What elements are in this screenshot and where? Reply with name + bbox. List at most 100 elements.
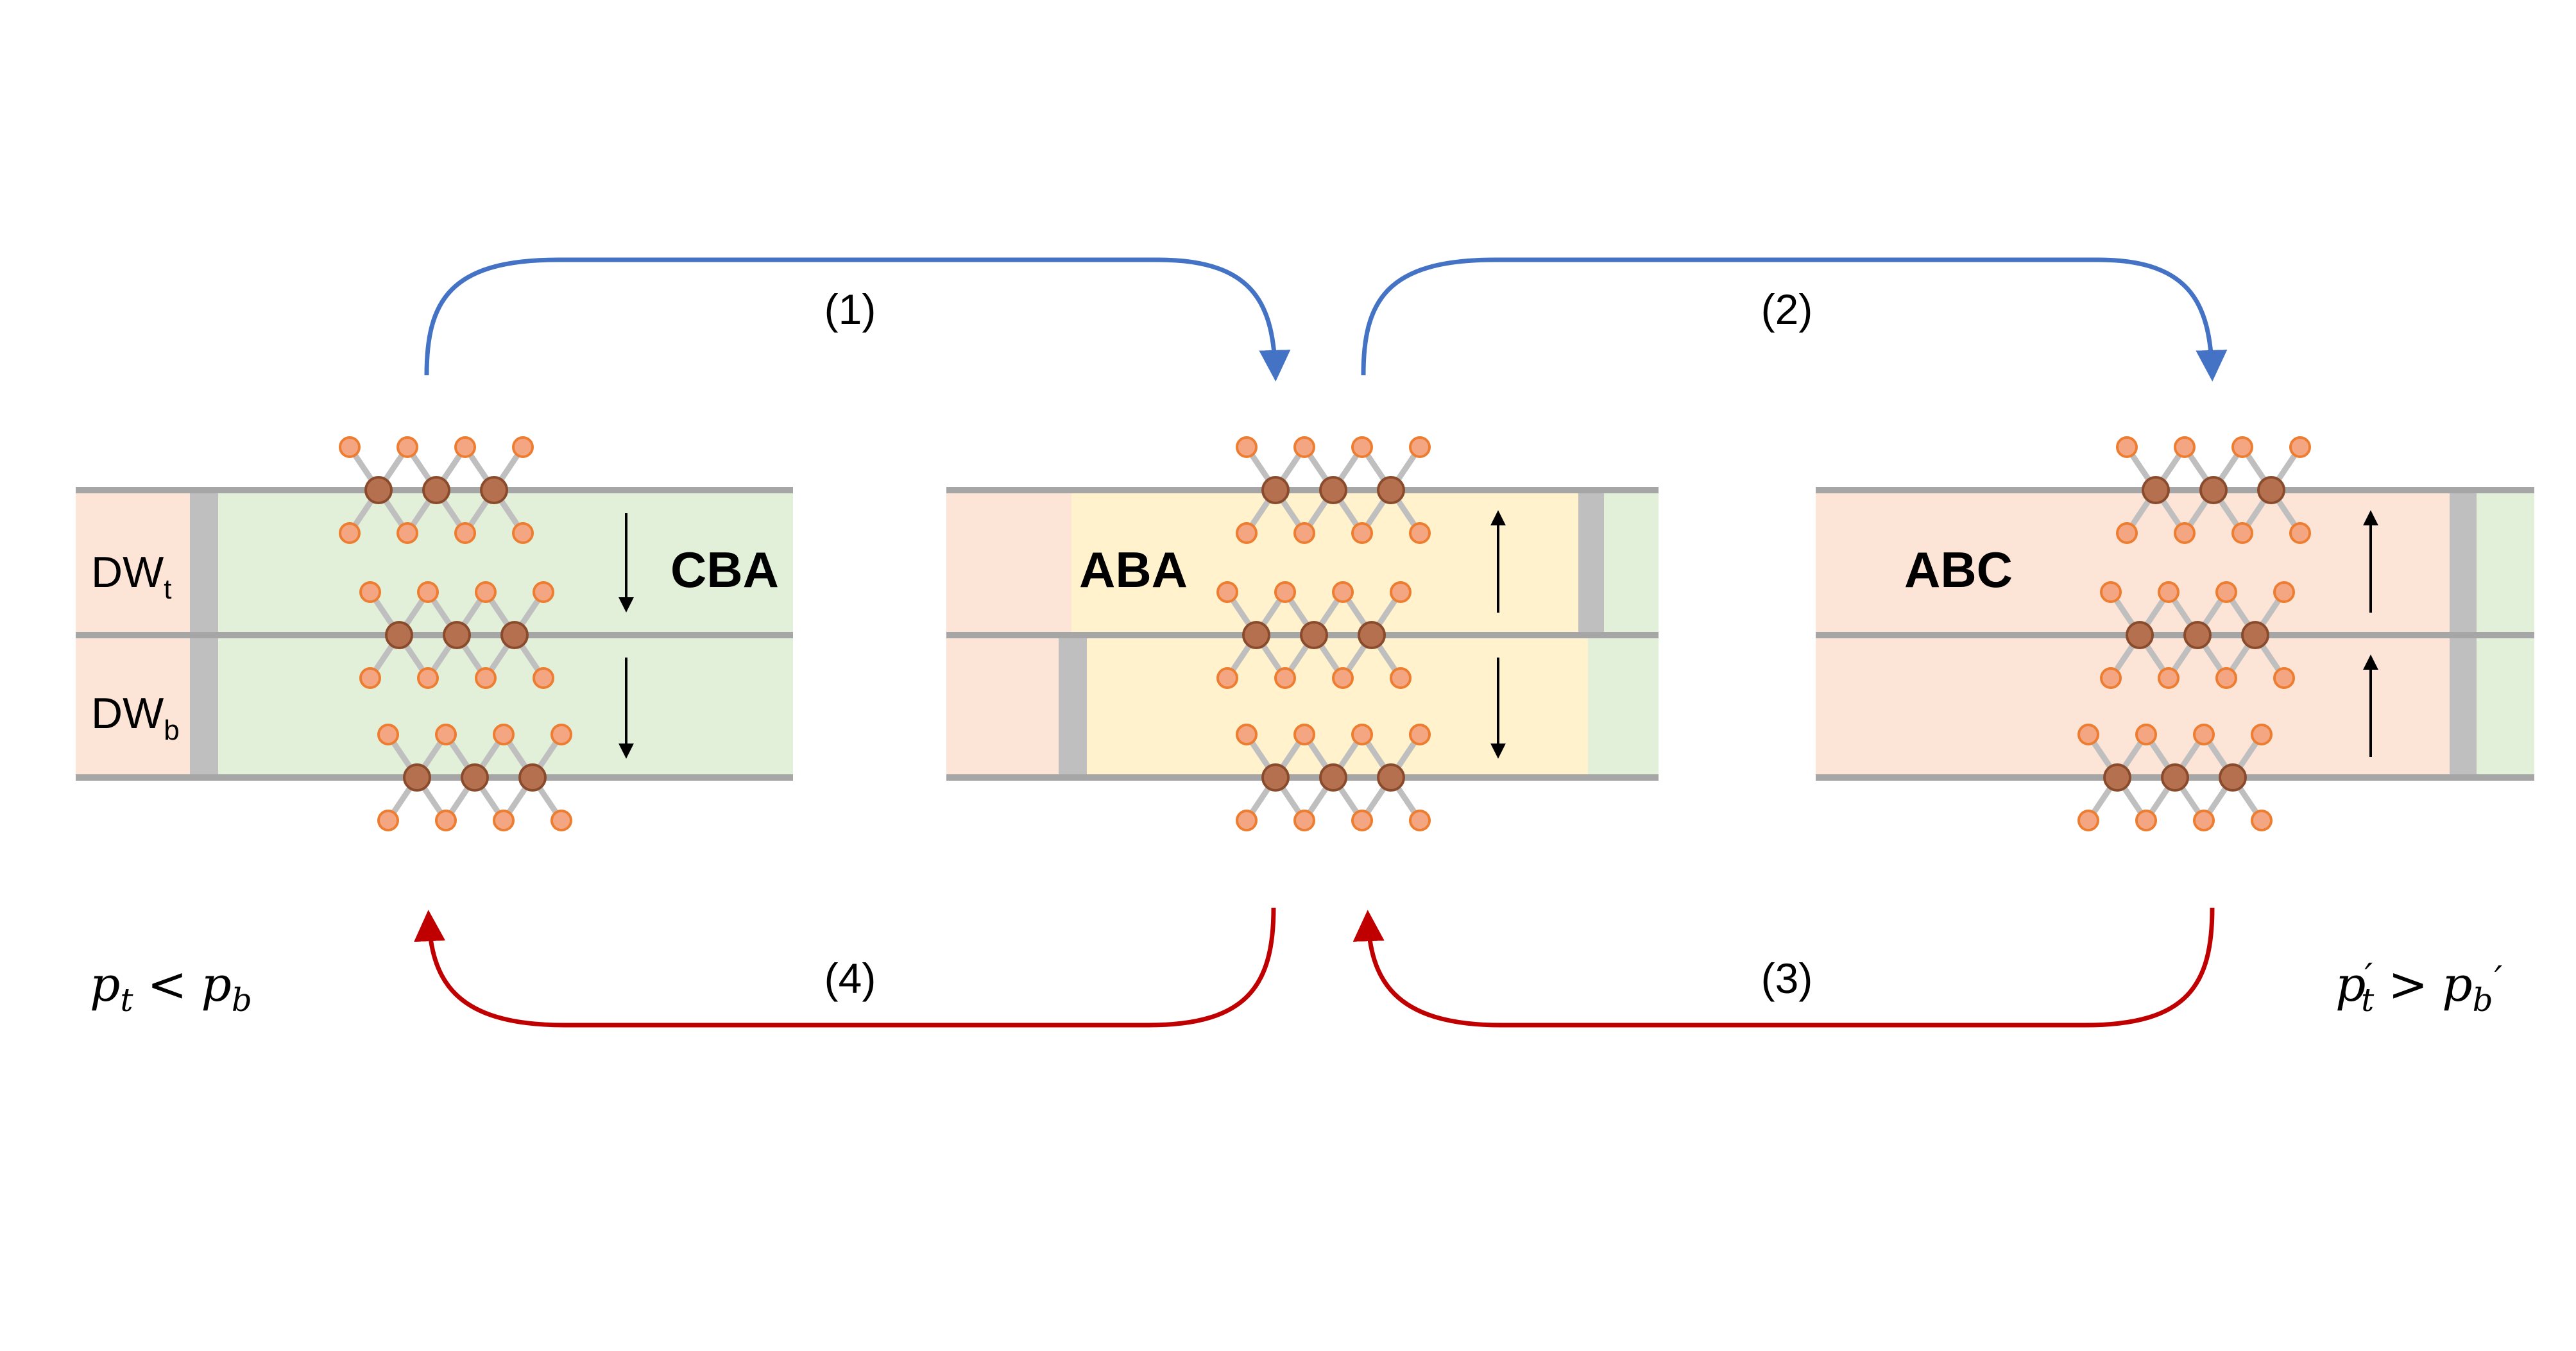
chalcogen-atom	[2116, 522, 2138, 544]
chalcogen-atom	[550, 810, 572, 831]
chalcogen-atom	[1293, 436, 1315, 458]
chalcogen-atom	[1293, 724, 1315, 745]
chalcogen-atom	[2215, 581, 2237, 603]
metal-atom	[403, 763, 431, 792]
transition-arrow-1	[424, 257, 1291, 382]
metal-atom	[1319, 476, 1347, 504]
metal-atom	[1319, 763, 1347, 792]
metal-atom	[1377, 476, 1405, 504]
chalcogen-atom	[2193, 724, 2215, 745]
transition-arrow-3	[1352, 907, 2215, 1028]
dw-top-label: DWt	[91, 548, 172, 605]
chalcogen-atom	[339, 436, 361, 458]
chalcogen-atom	[2100, 667, 2122, 689]
chalcogen-atom	[2077, 724, 2099, 745]
metal-atom	[422, 476, 450, 504]
chalcogen-atom	[533, 667, 554, 689]
chalcogen-atom	[533, 581, 554, 603]
chalcogen-atom	[417, 667, 439, 689]
metal-atom	[480, 476, 508, 504]
chalcogen-atom	[2193, 810, 2215, 831]
chalcogen-atom	[1293, 522, 1315, 544]
metal-atom	[1300, 621, 1328, 649]
metal-atom	[518, 763, 547, 792]
chalcogen-atom	[1216, 581, 1238, 603]
panel-right: ABC	[1816, 436, 2534, 831]
chalcogen-atom	[359, 581, 381, 603]
metal-atom	[385, 621, 413, 649]
atomic-lattice	[377, 724, 572, 831]
chalcogen-atom	[2100, 581, 2122, 603]
metal-atom	[2257, 476, 2285, 504]
chalcogen-atom	[377, 724, 399, 745]
region-middle-yellow-bottom	[1059, 635, 1588, 776]
atomic-lattice	[2077, 724, 2273, 831]
chalcogen-atom	[1409, 522, 1431, 544]
domain-wall-middle-bottom	[1059, 635, 1087, 776]
chalcogen-atom	[475, 667, 497, 689]
chalcogen-atom	[1390, 667, 1412, 689]
chalcogen-atom	[2215, 667, 2237, 689]
chalcogen-atom	[435, 810, 457, 831]
chalcogen-atom	[2273, 581, 2295, 603]
chalcogen-atom	[454, 436, 476, 458]
metal-atom	[2199, 476, 2228, 504]
chalcogen-atom	[1236, 810, 1258, 831]
chalcogen-atom	[2289, 436, 2311, 458]
chalcogen-atom	[512, 436, 534, 458]
chalcogen-atom	[550, 724, 572, 745]
transition-arrows: (1) (2) (3) (4)	[414, 257, 2228, 1028]
chalcogen-atom	[1409, 724, 1431, 745]
transition-label-4: (4)	[824, 955, 876, 1002]
dw-bottom-label: DWb	[91, 689, 180, 746]
chalcogen-atom	[1293, 810, 1315, 831]
metal-atom	[461, 763, 489, 792]
svg-text:pt<pb: pt<pb	[90, 957, 252, 1019]
transition-label-1: (1)	[824, 285, 876, 333]
condition-right: p′t>pb′	[2335, 956, 2503, 1019]
panel-left: DWt DWb CBA	[76, 436, 793, 831]
metal-atom	[2183, 621, 2212, 649]
chalcogen-atom	[454, 522, 476, 544]
transition-label-3: (3)	[1761, 955, 1813, 1002]
chalcogen-atom	[2289, 522, 2311, 544]
chalcogen-atom	[2174, 522, 2196, 544]
svg-text:p′t>pb′: p′t>pb′	[2335, 956, 2503, 1019]
chalcogen-atom	[1390, 581, 1412, 603]
metal-atom	[1261, 476, 1290, 504]
chalcogen-atom	[2231, 522, 2253, 544]
metal-atom	[1261, 763, 1290, 792]
chalcogen-atom	[2116, 436, 2138, 458]
chalcogen-atom	[1351, 724, 1373, 745]
chalcogen-atom	[1351, 436, 1373, 458]
metal-atom	[364, 476, 393, 504]
chalcogen-atom	[417, 581, 439, 603]
atomic-lattice	[1236, 436, 1431, 544]
chalcogen-atom	[2158, 581, 2179, 603]
chalcogen-atom	[377, 810, 399, 831]
metal-atom	[1358, 621, 1386, 649]
metal-atom	[2103, 763, 2131, 792]
metal-atom	[500, 621, 529, 649]
chalcogen-atom	[1351, 522, 1373, 544]
chalcogen-atom	[2135, 810, 2157, 831]
metal-atom	[1242, 621, 1270, 649]
chalcogen-atom	[397, 436, 418, 458]
metal-atom	[2219, 763, 2247, 792]
chalcogen-atom	[1274, 667, 1296, 689]
chalcogen-atom	[1236, 522, 1258, 544]
metal-atom	[2142, 476, 2170, 504]
chalcogen-atom	[1332, 667, 1354, 689]
chalcogen-atom	[1274, 581, 1296, 603]
metal-atom	[1377, 763, 1405, 792]
region-middle-green-bottom	[1588, 635, 1659, 776]
stacking-label-left: CBA	[670, 541, 779, 598]
chalcogen-atom	[1236, 436, 1258, 458]
chalcogen-atom	[2174, 436, 2196, 458]
atomic-lattice	[1236, 724, 1431, 831]
chalcogen-atom	[2273, 667, 2295, 689]
chalcogen-atom	[2135, 724, 2157, 745]
atomic-lattice	[1216, 581, 1412, 689]
chalcogen-atom	[1409, 810, 1431, 831]
